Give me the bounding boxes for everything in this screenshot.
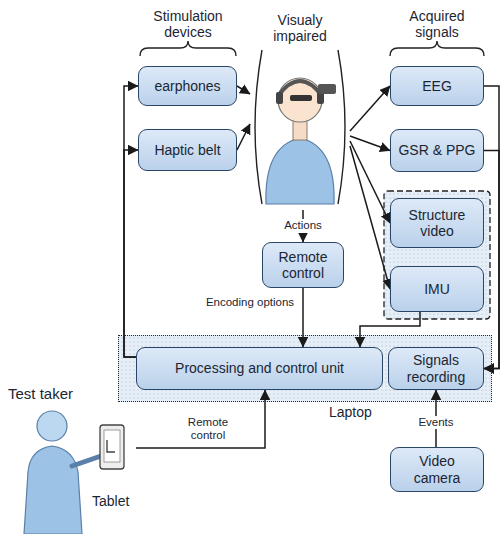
group-heading: Stimulation devices [143, 8, 233, 40]
parenthesis [255, 50, 262, 204]
bracket [390, 41, 484, 56]
arrow-connector [350, 86, 390, 131]
person-node: Visualy impaired [250, 6, 350, 210]
node-label: Visualy impaired [260, 12, 340, 44]
device-box: Haptic belt [138, 129, 237, 171]
node-label: Video camera [397, 453, 477, 485]
process-box: Processing and control unit [136, 347, 383, 390]
person-figure [266, 78, 336, 204]
node-label: Laptop [329, 404, 372, 420]
signal-box: EEG [390, 66, 484, 106]
edge-label: Encoding options [202, 296, 298, 309]
node-label: Remote control [269, 249, 337, 281]
node-label: Signals recording [395, 352, 477, 384]
laptop-band: LaptopProcessing and control unitSignals… [118, 335, 492, 402]
node-label: EEG [422, 78, 452, 94]
node-label: Structure video [397, 207, 477, 239]
person-figure [24, 411, 101, 534]
node-label: Processing and control unit [175, 360, 344, 376]
arrow-connector [124, 86, 138, 357]
dashed-group [384, 191, 490, 319]
arrow-connector [124, 150, 138, 357]
signal-box: GSR & PPG [390, 129, 484, 172]
edge-label: Events [416, 416, 455, 429]
arrow-connector [302, 288, 304, 347]
node-label: Haptic belt [154, 142, 220, 158]
signal-box: IMU [390, 266, 484, 312]
node-label: earphones [154, 78, 220, 94]
arrow-connector [237, 124, 250, 150]
edge-label: Remote control [178, 416, 238, 442]
edge-label: Actions [282, 219, 324, 232]
node-label: Test taker [8, 385, 73, 402]
arrow-connector [237, 86, 250, 94]
device-box: earphones [138, 66, 237, 106]
arrow-connector [136, 390, 265, 448]
arrow-connector [350, 141, 390, 223]
tablet-icon [100, 425, 124, 469]
arrow-connector [484, 86, 499, 369]
node-label: IMU [424, 281, 450, 297]
device-box: Video camera [390, 447, 484, 492]
parenthesis [338, 50, 345, 204]
person-node: Test takerTablet [4, 383, 136, 534]
group-heading: Acquired signals [397, 8, 477, 40]
arrow-connector [360, 312, 420, 347]
arrow-connector [350, 136, 390, 151]
arrow-connector [350, 146, 390, 289]
process-box: Signals recording [388, 347, 484, 390]
node-sublabel: Tablet [92, 493, 129, 509]
control-box: Remote control [262, 242, 344, 288]
signal-box: Structure video [390, 198, 484, 248]
node-label: GSR & PPG [398, 142, 475, 158]
bracket [140, 41, 236, 56]
